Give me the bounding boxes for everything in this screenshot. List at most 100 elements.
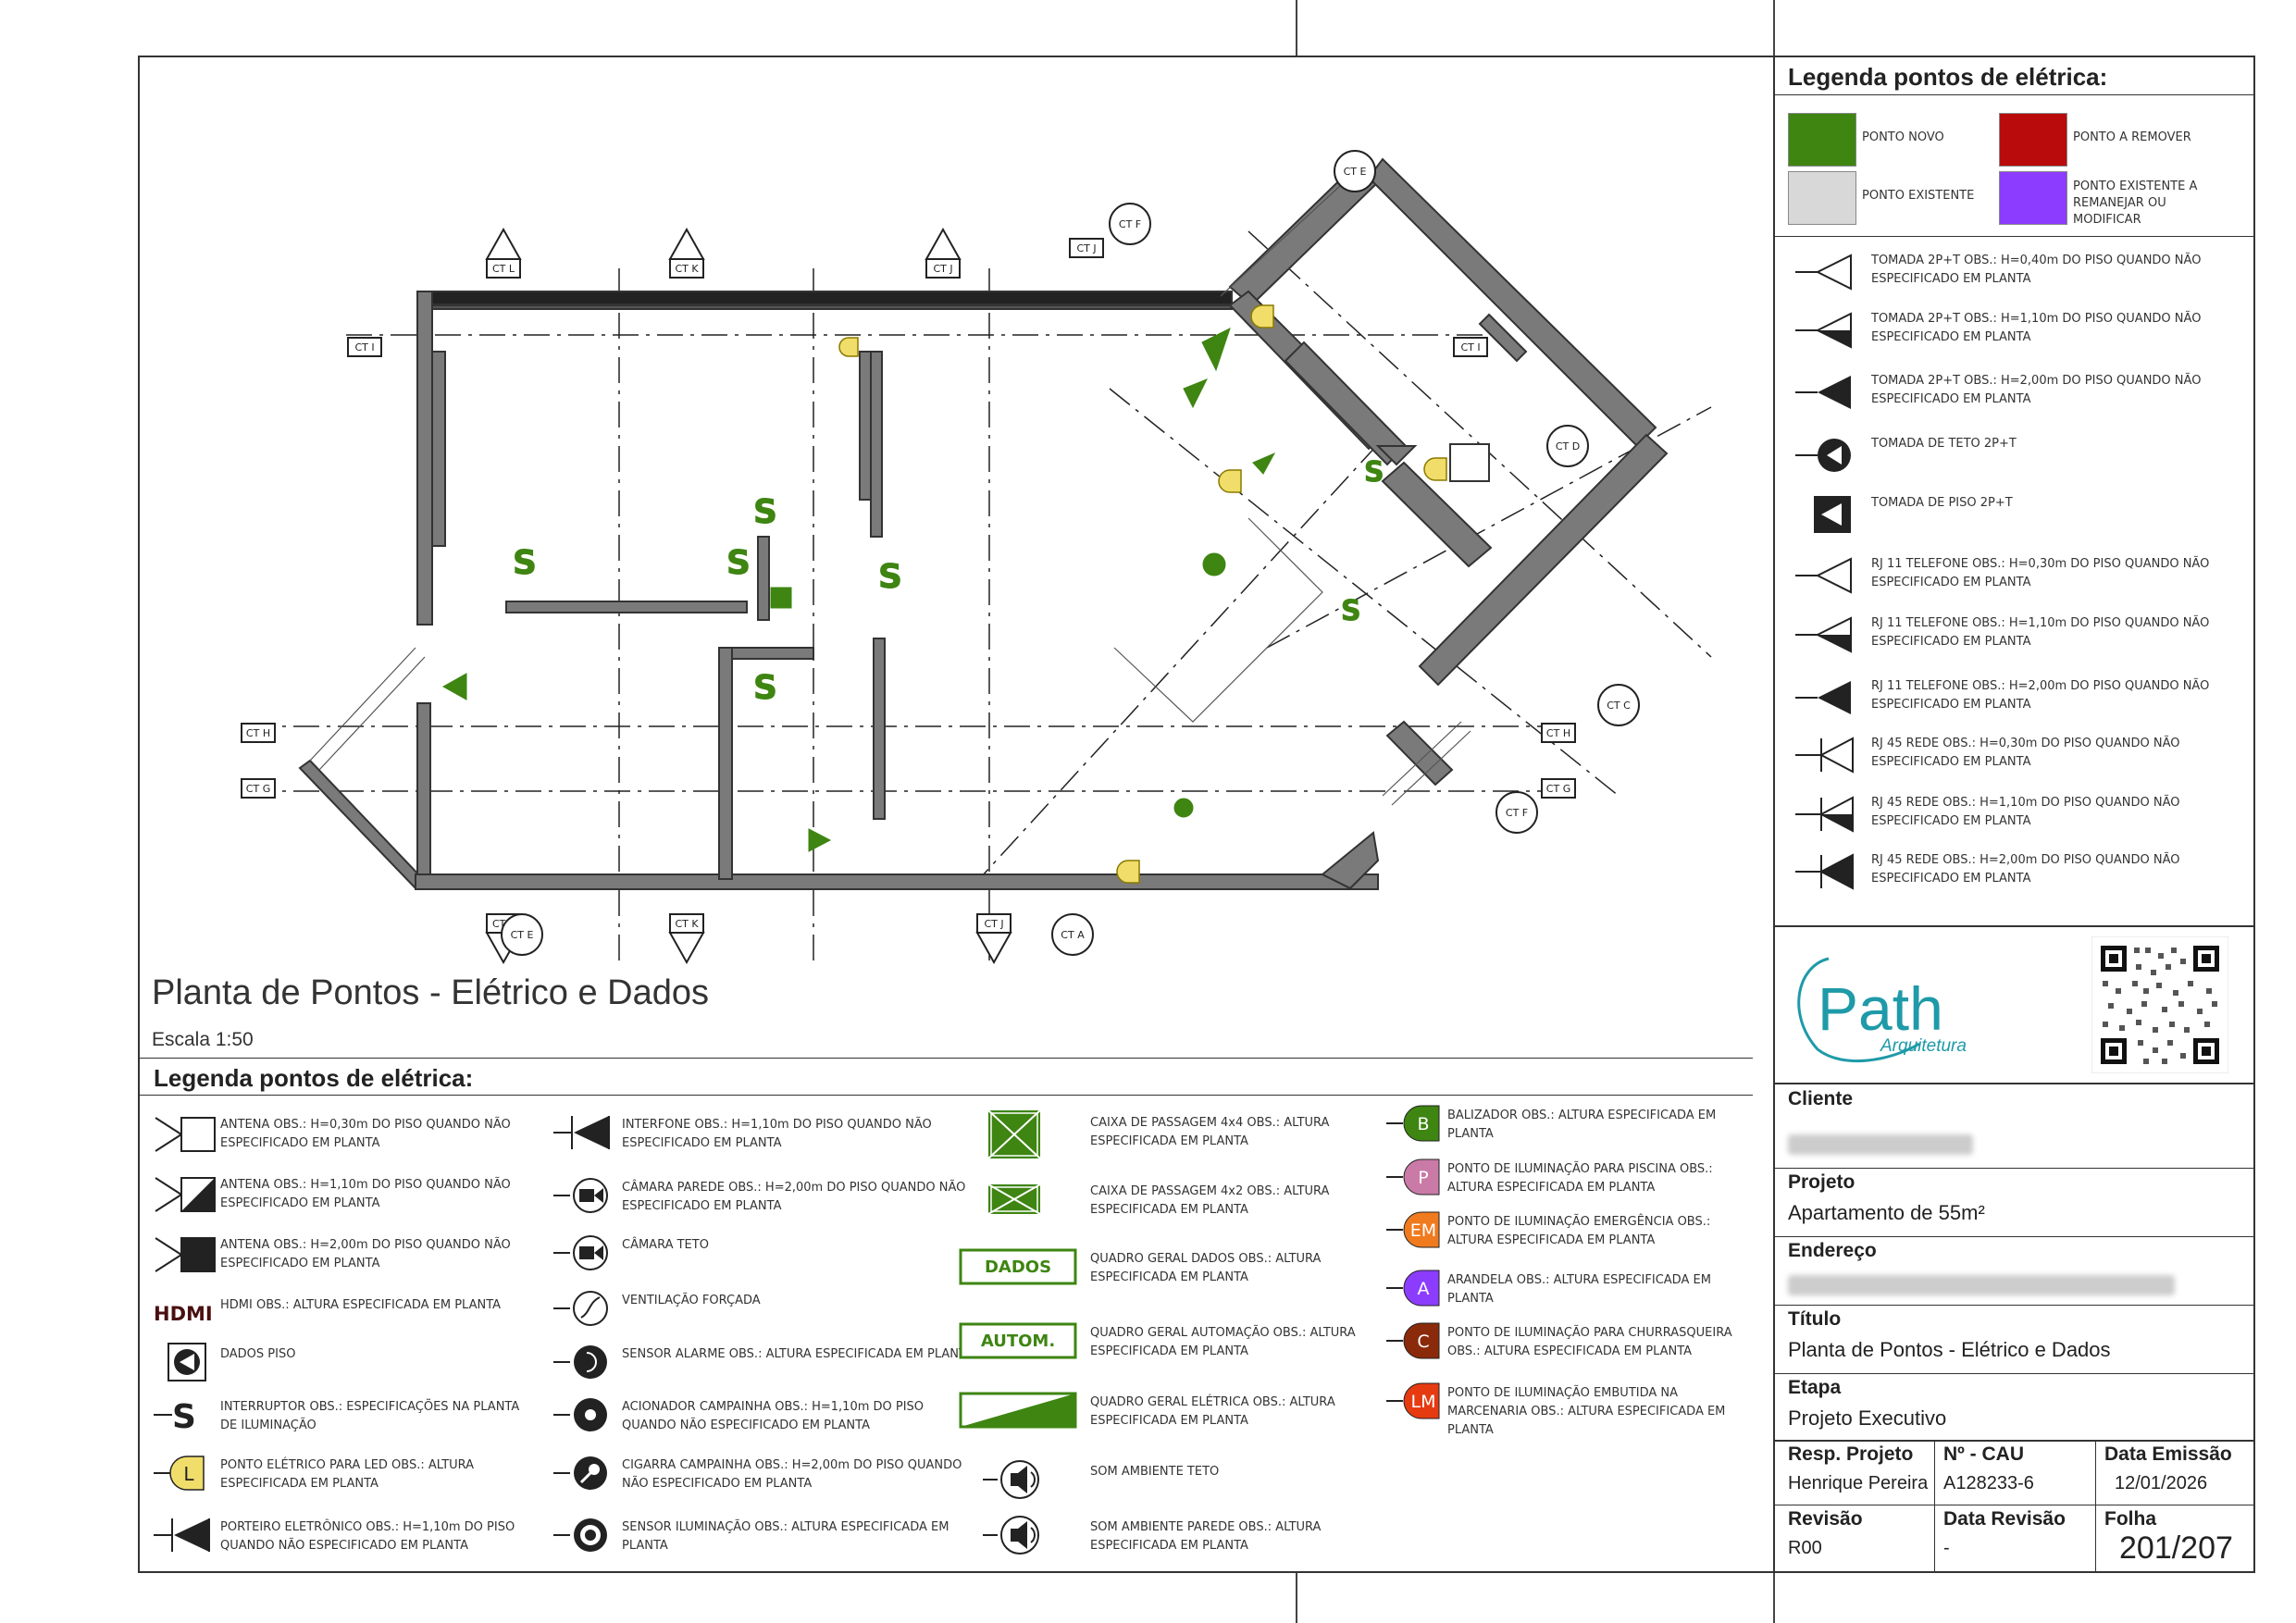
svg-text:S: S — [878, 558, 902, 596]
legend-item-label: SOM AMBIENTE TETO — [1090, 1465, 1220, 1479]
column-divider — [2095, 1440, 2096, 1573]
svg-text:CT H: CT H — [246, 727, 270, 739]
legend-item-label: RJ 11 TELEFONE OBS.: H=2,00m DO PISO QUA… — [1871, 679, 2210, 712]
legend-item-label: QUADRO GERAL AUTOMAÇÃO OBS.: ALTURA ESPE… — [1090, 1326, 1356, 1358]
legend-item-label: PONTO ELÉTRICO PARA LED OBS.: ALTURA ESP… — [220, 1458, 475, 1491]
svg-text:CT E: CT E — [511, 929, 534, 941]
emission-value: 12/01/2026 — [2115, 1473, 2208, 1493]
svg-text:AUTOM.: AUTOM. — [981, 1332, 1055, 1351]
legend-item-label: ANTENA OBS.: H=2,00m DO PISO QUANDO NÃO … — [220, 1238, 511, 1270]
rj11-mid-icon — [1795, 613, 1860, 657]
emission-label: Data Emissão — [2104, 1443, 2232, 1465]
legend-item-label: CIGARRA CAMPAINHA OBS.: H=2,00m DO PISO … — [622, 1458, 962, 1491]
divider — [1773, 1168, 2255, 1169]
divider — [1773, 1236, 2255, 1237]
wall-speaker-icon — [983, 1513, 1048, 1561]
legend-item-label: CÂMARA PAREDE OBS.: H=2,00m DO PISO QUAN… — [622, 1181, 966, 1213]
outlet-mid-icon — [1795, 308, 1860, 353]
svg-text:S: S — [1364, 456, 1384, 489]
cau-label: Nº - CAU — [1943, 1443, 2024, 1465]
column-divider — [1934, 1440, 1935, 1573]
svg-text:L: L — [183, 1463, 194, 1485]
legend-item-label: RJ 45 REDE OBS.: H=0,30m DO PISO QUANDO … — [1871, 737, 2180, 769]
legend-item-label: INTERRUPTOR OBS.: ESPECIFICAÇÕES NA PLAN… — [220, 1400, 520, 1432]
legend-item-label: RJ 45 REDE OBS.: H=2,00m DO PISO QUANDO … — [1871, 853, 2180, 886]
color-swatch — [1788, 113, 1856, 167]
svg-text:EM: EM — [1410, 1220, 1436, 1241]
svg-text:CT J: CT J — [984, 918, 1003, 930]
legend-item-label: TOMADA DE TETO 2P+T — [1871, 437, 2017, 451]
svg-text:CT J: CT J — [933, 263, 952, 275]
bell-icon — [553, 1451, 618, 1499]
legend-item-label: ARANDELA OBS.: ALTURA ESPECIFICADA EM PL… — [1447, 1273, 1711, 1306]
ceiling-outlet-icon — [1795, 433, 1860, 477]
svg-text:CT D: CT D — [1556, 440, 1580, 452]
data-panel-icon: DADOS — [959, 1245, 1079, 1293]
svg-text:CT F: CT F — [1119, 218, 1141, 230]
legend-item-label: PONTO DE ILUMINAÇÃO PARA PISCINA OBS.: A… — [1447, 1162, 1713, 1195]
legend-item-label: SOM AMBIENTE PAREDE OBS.: ALTURA ESPECIF… — [1090, 1520, 1322, 1553]
switch-icon: S — [154, 1393, 218, 1441]
legend-item-label: VENTILAÇÃO FORÇADA — [622, 1294, 761, 1307]
trim-line — [1296, 0, 1297, 56]
top-legend-title: Legenda pontos de elétrica: — [1788, 63, 2108, 91]
color-swatch-label: PONTO NOVO — [1862, 130, 1944, 144]
light-sensor-icon — [553, 1513, 618, 1561]
divider — [1773, 1440, 2255, 1442]
svg-text:CT I: CT I — [1460, 341, 1480, 353]
divider — [1773, 925, 2255, 927]
color-swatch-label: PONTO EXISTENTE A REMANEJAR OU MODIFICAR — [2073, 180, 2198, 227]
legend-item-label: RJ 45 REDE OBS.: H=1,10m DO PISO QUANDO … — [1871, 796, 2180, 828]
stage-label: Etapa — [1788, 1377, 1842, 1398]
legend-item-label: BALIZADOR OBS.: ALTURA ESPECIFICADA EM P… — [1447, 1109, 1717, 1141]
joinery-light-icon: LM — [1386, 1379, 1451, 1427]
brand-logo: Path Arquitetura — [1781, 940, 1975, 1070]
outlet-low-icon — [1795, 250, 1860, 294]
svg-text:S: S — [1341, 595, 1361, 627]
cau-value: A128233-6 — [1943, 1473, 2034, 1493]
stage-value: Projeto Executivo — [1788, 1406, 1947, 1430]
legend-item-label: TOMADA DE PISO 2P+T — [1871, 496, 2013, 510]
svg-text:CT K: CT K — [675, 263, 699, 275]
revision-value: R00 — [1788, 1538, 1822, 1558]
ventilation-icon — [553, 1286, 618, 1334]
junction-box-4x2-icon — [983, 1177, 1048, 1225]
svg-text:HDMI: HDMI — [154, 1303, 213, 1325]
legend-item-label: TOMADA 2P+T OBS.: H=2,00m DO PISO QUANDO… — [1871, 374, 2202, 406]
svg-text:DADOS: DADOS — [985, 1258, 1051, 1277]
pool-light-icon: P — [1386, 1155, 1451, 1203]
antenna-high-icon — [154, 1231, 218, 1279]
svg-text:C: C — [1417, 1332, 1429, 1352]
legend-item-label: RJ 11 TELEFONE OBS.: H=0,30m DO PISO QUA… — [1871, 557, 2210, 589]
hdmi-icon: HDMI — [154, 1291, 218, 1339]
title-value: Planta de Pontos - Elétrico e Dados — [1788, 1338, 2111, 1361]
interphone-icon — [553, 1110, 618, 1158]
floor-outlet-icon — [1795, 492, 1860, 537]
intercom-icon — [154, 1513, 218, 1561]
svg-text:CT J: CT J — [1076, 242, 1096, 254]
divider — [138, 1058, 1753, 1059]
divider — [1773, 1305, 2255, 1306]
svg-text:LM: LM — [1411, 1392, 1436, 1412]
svg-text:CT E: CT E — [1344, 166, 1367, 178]
svg-text:P: P — [1418, 1168, 1428, 1188]
electric-panel-icon — [959, 1388, 1079, 1436]
color-swatch — [1999, 113, 2067, 167]
wall-camera-icon — [553, 1173, 618, 1221]
svg-text:CT A: CT A — [1061, 929, 1085, 941]
grill-light-icon: C — [1386, 1319, 1451, 1367]
title-label: Título — [1788, 1308, 1842, 1330]
rj45-high-icon — [1795, 849, 1860, 894]
rj45-low-icon — [1795, 733, 1860, 777]
bollard-icon: B — [1386, 1101, 1451, 1149]
legend-item-label: DADOS PISO — [220, 1347, 296, 1361]
address-label: Endereço — [1788, 1240, 1877, 1261]
legend-item-label: PORTEIRO ELETRÔNICO OBS.: H=1,10m DO PIS… — [220, 1520, 515, 1553]
svg-text:CT L: CT L — [492, 263, 515, 275]
revision-date-label: Data Revisão — [1943, 1508, 2066, 1530]
plan-title: Planta de Pontos - Elétrico e Dados — [152, 973, 710, 1012]
sheet-border — [138, 56, 2255, 1573]
legend-item-label: QUADRO GERAL DADOS OBS.: ALTURA ESPECIFI… — [1090, 1252, 1322, 1284]
rj11-low-icon — [1795, 553, 1860, 598]
legend-item-label: PONTO DE ILUMINAÇÃO EMBUTIDA NA MARCENAR… — [1447, 1386, 1726, 1437]
